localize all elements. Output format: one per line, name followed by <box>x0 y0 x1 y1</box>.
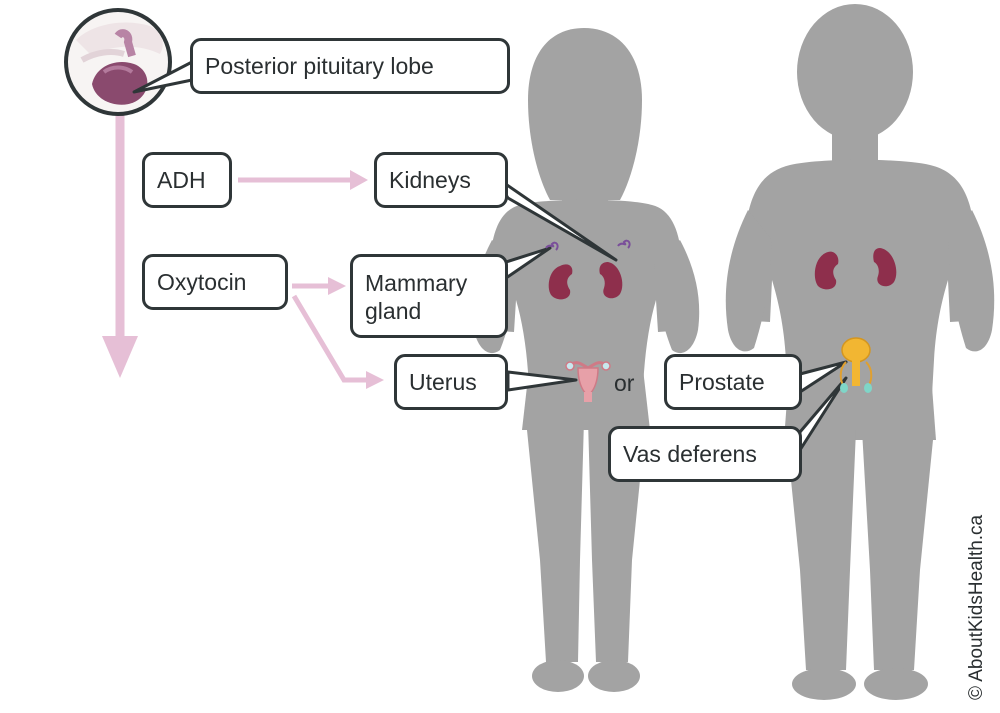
boy-left-kidney-icon <box>814 251 839 290</box>
mammary-gland-line1: Mammary <box>365 270 468 296</box>
adh-arrow-head <box>350 170 368 190</box>
callout-lines <box>132 60 848 452</box>
oxytocin-text: Oxytocin <box>157 269 247 295</box>
vas-deferens-text: Vas deferens <box>623 441 757 467</box>
pituitary-stalk <box>114 29 136 58</box>
kidneys-label: Kidneys <box>374 152 508 208</box>
oxytocin-mammary-arrow-head <box>328 277 346 295</box>
adh-text: ADH <box>157 167 206 193</box>
vas-deferens-label: Vas deferens <box>608 426 802 482</box>
uterus-text: Uterus <box>409 369 477 395</box>
mammary-gland-line2: gland <box>365 298 422 324</box>
girl-left-mammary-icon <box>545 241 559 251</box>
pituitary-arrow-head <box>102 336 138 378</box>
girl-right-kidney-icon <box>599 262 623 299</box>
copyright-credit: © AboutKidsHealth.ca <box>966 514 987 700</box>
uterus-icon <box>565 361 611 402</box>
oxytocin-uterus-arrow-head <box>366 371 384 389</box>
oxytocin-uterus-arrow-shaft <box>291 294 368 383</box>
prostate-icon <box>839 337 873 393</box>
girl-right-mammary-icon <box>617 239 631 249</box>
kidneys-text: Kidneys <box>389 167 471 193</box>
oxytocin-label: Oxytocin <box>142 254 288 310</box>
adh-label: ADH <box>142 152 232 208</box>
uterus-pointer <box>506 370 578 392</box>
girl-left-kidney-icon <box>548 264 573 300</box>
uterus-label: Uterus <box>394 354 508 410</box>
pituitary-inset <box>64 8 172 116</box>
or-text: or <box>614 370 635 396</box>
prostate-label: Prostate <box>664 354 802 410</box>
boy-right-kidney-icon <box>873 248 897 287</box>
prostate-text: Prostate <box>679 369 765 395</box>
mammary-gland-label: Mammary gland <box>350 254 508 338</box>
posterior-pituitary-label: Posterior pituitary lobe <box>190 38 510 94</box>
posterior-pituitary-text: Posterior pituitary lobe <box>205 53 434 79</box>
hormone-arrows <box>102 95 384 389</box>
